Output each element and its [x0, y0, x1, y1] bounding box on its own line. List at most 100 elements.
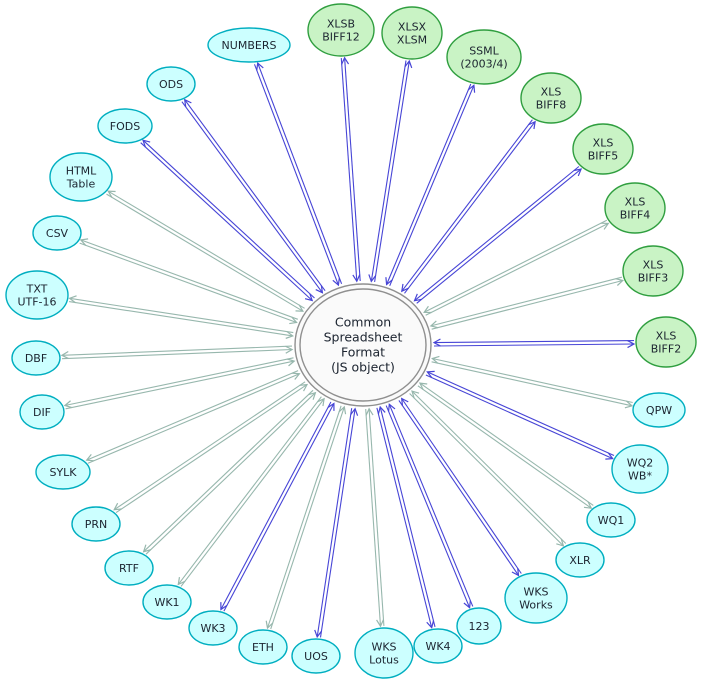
- edge-wq2-wb: [425, 370, 615, 460]
- edge-in-line: [400, 397, 522, 574]
- node-wq1: WQ1: [586, 502, 636, 538]
- node-label: PRN: [85, 518, 108, 531]
- label-line: WKS: [371, 641, 396, 654]
- label-line: XLR: [569, 554, 591, 567]
- label-line: UTF-16: [17, 296, 56, 309]
- edge-in-line: [432, 338, 635, 347]
- label-line: XLS: [656, 330, 677, 343]
- node-ellipse: [504, 572, 568, 624]
- edge-out-line: [341, 56, 361, 282]
- label-line: CSV: [46, 227, 69, 240]
- edge-csv: [79, 238, 298, 325]
- node-label: CSV: [46, 227, 69, 240]
- label-line: RTF: [119, 562, 139, 575]
- edge-xls-biff2: [432, 338, 636, 349]
- node-xlr: XLR: [555, 542, 605, 578]
- edge-in-line: [115, 383, 309, 514]
- label-line: WQ2: [627, 457, 654, 470]
- edge-dif: [63, 357, 296, 410]
- label-line: Format: [341, 345, 385, 360]
- node-ellipse: [32, 215, 82, 251]
- node-label: RTF: [119, 562, 139, 575]
- node-ellipse: [586, 502, 636, 538]
- label-line: QPW: [646, 404, 672, 417]
- node-ellipse: [307, 3, 375, 57]
- node-eth: ETH: [238, 629, 288, 665]
- edge-out-line: [389, 84, 476, 287]
- center-outer-ellipse: [294, 283, 432, 407]
- edge-fods: [140, 139, 315, 302]
- edge-in-line: [223, 402, 335, 612]
- edge-ssml-2003-4: [385, 83, 476, 287]
- edge-xlsx-xlsm: [368, 59, 413, 283]
- node-ellipse: [146, 66, 196, 102]
- node-ellipse: [622, 245, 684, 297]
- edge-in-line: [180, 397, 325, 587]
- edge-out-line: [79, 238, 298, 320]
- label-line: WK1: [154, 596, 179, 609]
- label-line: BIFF12: [322, 31, 359, 44]
- edge-out-line: [433, 340, 636, 349]
- node-numbers: NUMBERS: [207, 27, 291, 63]
- edge-n123: [385, 403, 474, 609]
- edge-wk1: [177, 396, 325, 587]
- node-wk4: WK4: [413, 628, 463, 664]
- edge-out-line: [374, 59, 413, 282]
- edge-wks-lotus: [365, 407, 385, 628]
- label-line: XLS: [643, 259, 664, 272]
- node-ods: ODS: [146, 66, 196, 102]
- label-line: NUMBERS: [222, 39, 277, 52]
- node-label: WQ1: [598, 514, 625, 527]
- edge-out-line: [409, 393, 565, 547]
- label-line: Spreadsheet: [324, 330, 403, 345]
- label-line: BIFF3: [638, 272, 668, 285]
- node-wk3: WK3: [188, 610, 238, 646]
- node-ellipse: [238, 629, 288, 665]
- node-wk1: WK1: [142, 584, 192, 620]
- edge-xls-biff8: [401, 119, 536, 294]
- node-prn: PRN: [71, 506, 121, 542]
- node-label: ODS: [159, 78, 183, 91]
- edge-out-line: [416, 168, 583, 304]
- edge-in-line: [387, 403, 474, 607]
- edge-in-line: [411, 390, 567, 544]
- edge-out-line: [142, 389, 314, 553]
- edge-in-line: [140, 142, 314, 302]
- label-line: UOS: [304, 650, 328, 663]
- edge-in-line: [79, 242, 298, 325]
- edge-xls-biff5: [413, 166, 583, 304]
- edge-in-line: [106, 193, 304, 312]
- edge-in-line: [431, 355, 633, 404]
- node-uos: UOS: [291, 638, 341, 674]
- node-ellipse: [71, 506, 121, 542]
- edge-xls-biff3: [429, 276, 625, 330]
- edge-in-line: [423, 219, 608, 314]
- node-rtf: RTF: [104, 550, 154, 586]
- edge-in-line: [61, 345, 294, 360]
- node-n123: 123: [456, 607, 502, 645]
- edge-eth: [265, 405, 347, 630]
- edge-in-line: [385, 83, 472, 286]
- label-line: SYLK: [49, 466, 77, 479]
- label-line: SSML: [469, 45, 499, 58]
- label-line: ETH: [252, 641, 274, 654]
- edge-rtf: [142, 389, 317, 555]
- edge-prn: [113, 381, 309, 514]
- label-line: XLSB: [327, 18, 355, 31]
- edge-out-line: [85, 370, 299, 462]
- node-ellipse: [35, 454, 91, 490]
- edge-in-line: [377, 405, 436, 628]
- node-ellipse: [49, 152, 113, 202]
